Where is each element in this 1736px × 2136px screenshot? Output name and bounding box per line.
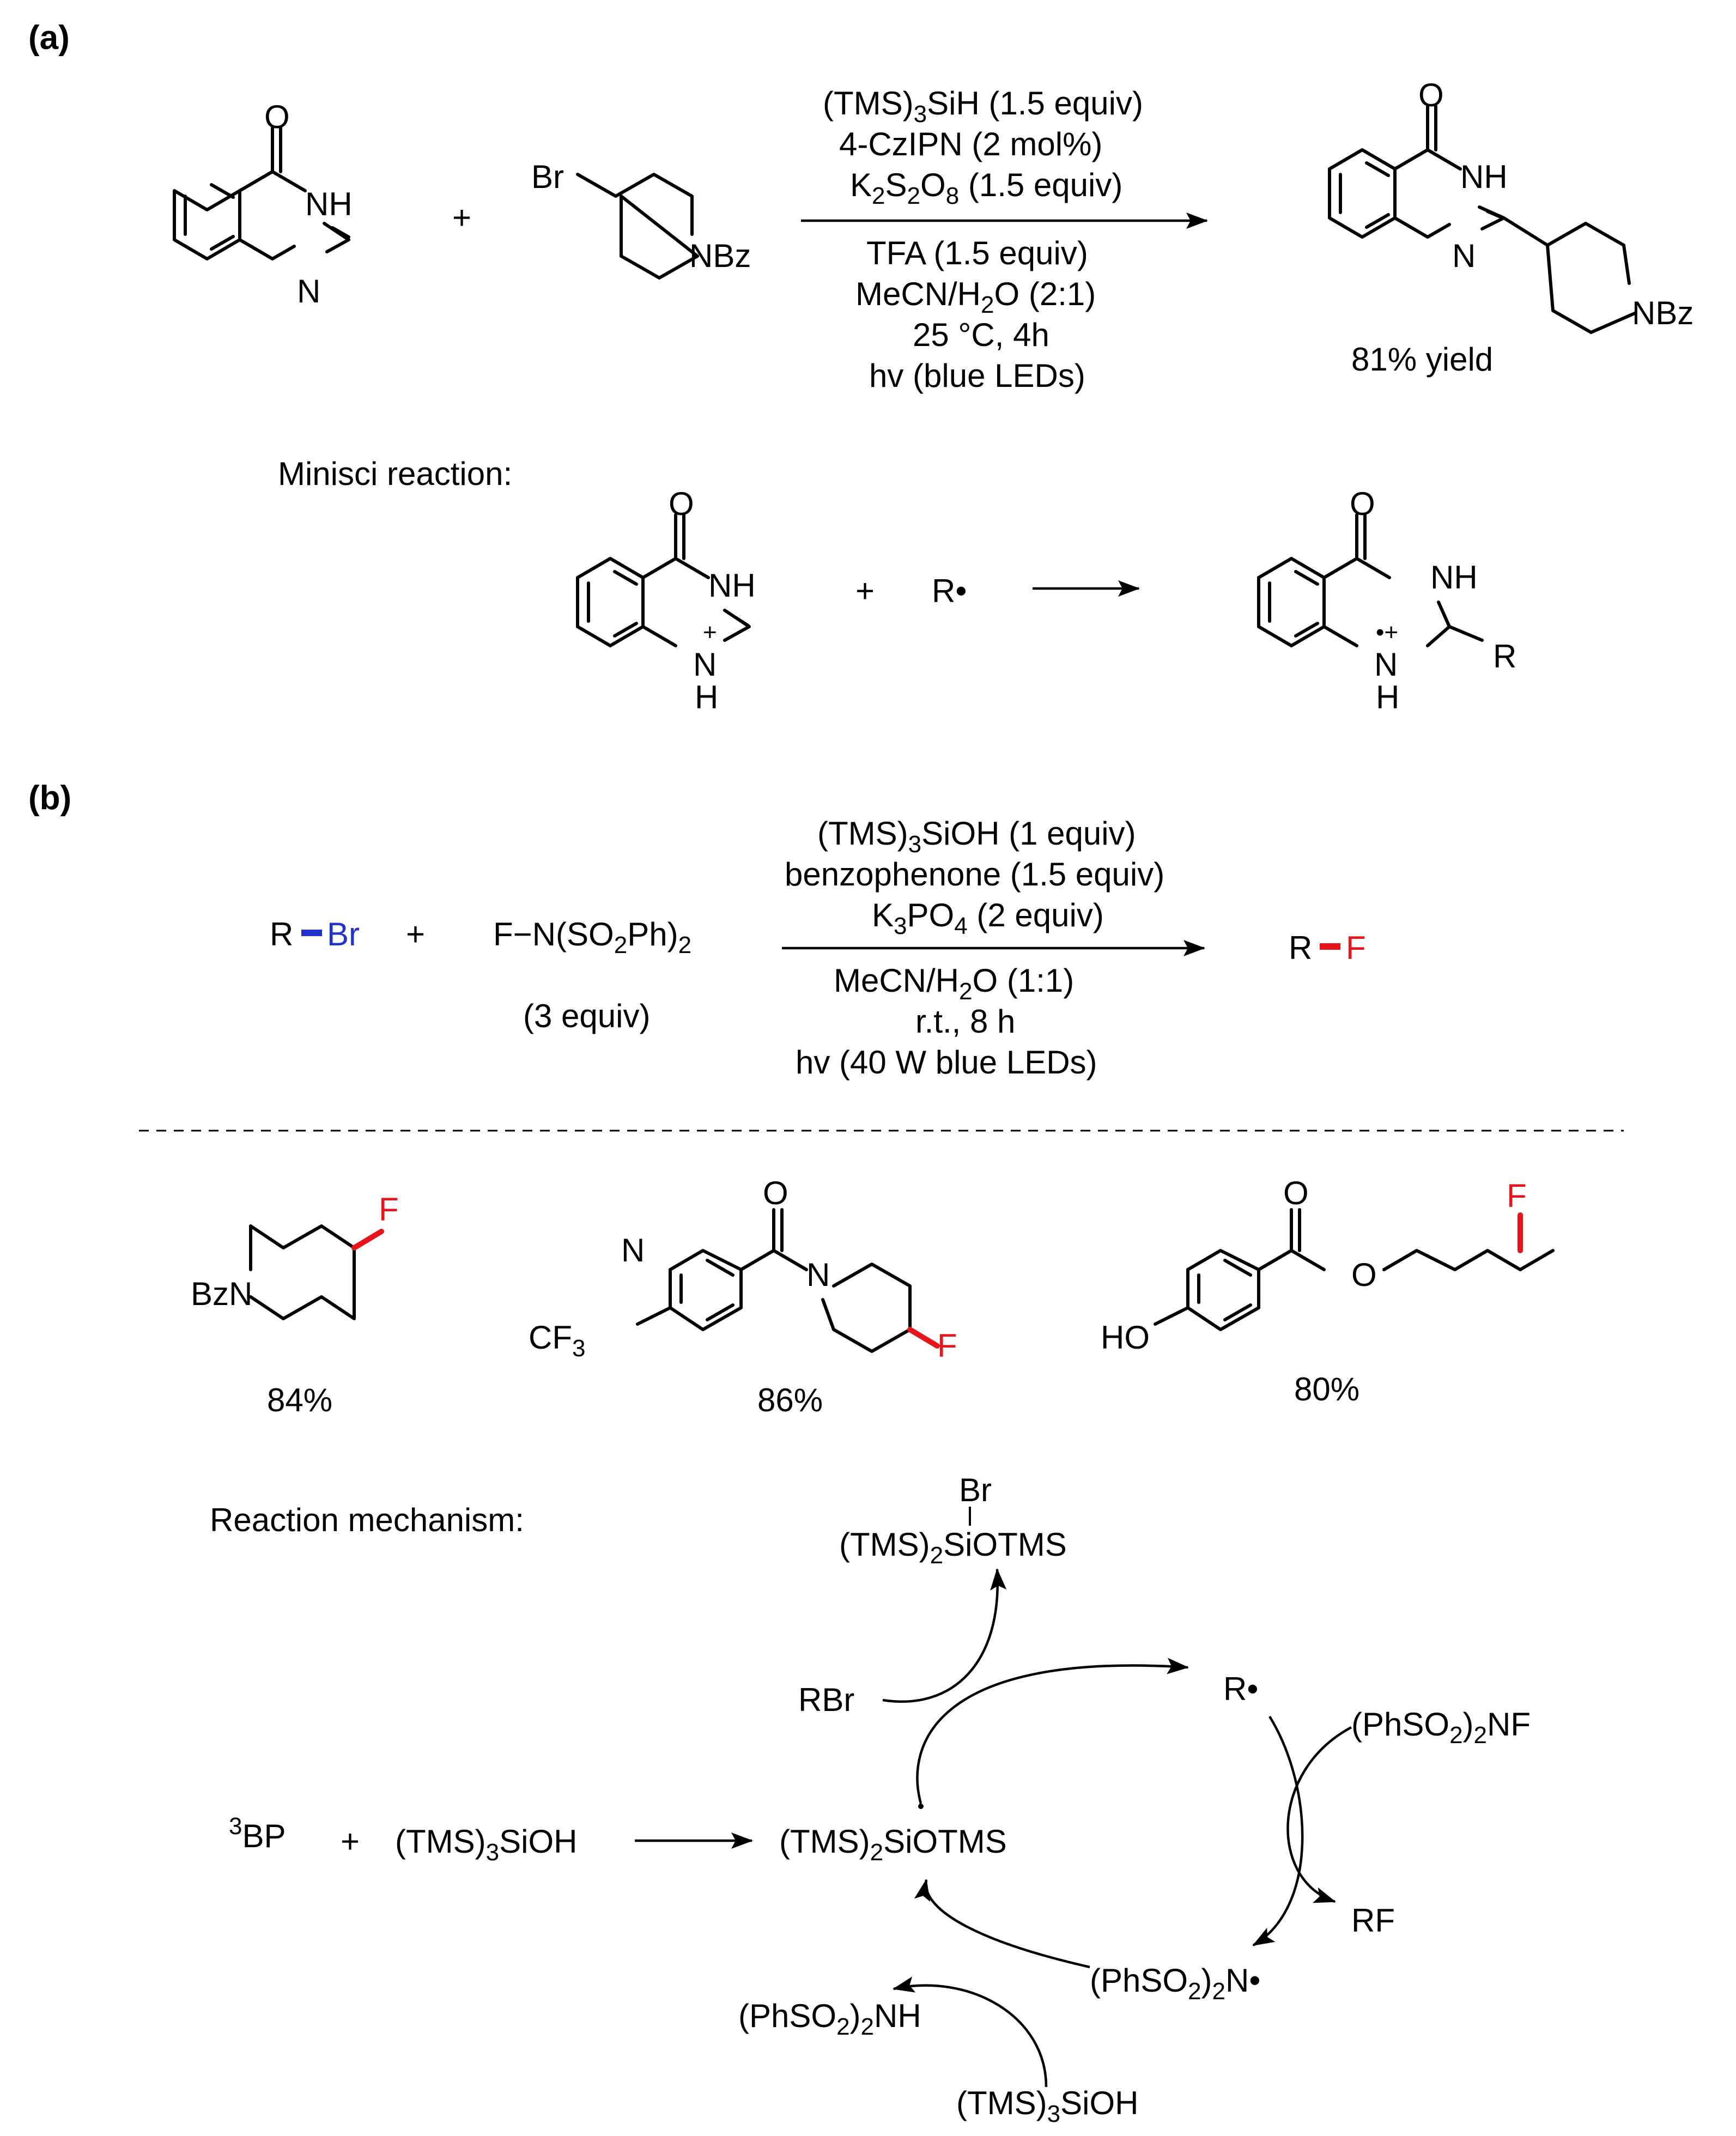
mechanism-cycle: Br (TMS)2SiOTMS RBr R• (PhSO2)2NF 3BP + …: [229, 1472, 1531, 2127]
reactant-o: O: [264, 99, 290, 135]
conditions-a: (TMS)3SiH (1.5 equiv) 4-CzIPN (2 mol%) K…: [801, 85, 1208, 394]
cond-a-2: 4-CzIPN (2 mol%): [839, 126, 1102, 162]
yield-ex3: 80%: [1294, 1371, 1359, 1407]
svg-text:+: +: [406, 916, 425, 952]
example-1: BzN F: [191, 1191, 399, 1320]
svg-text:Br: Br: [327, 916, 360, 952]
panel-a-label: (a): [28, 19, 70, 57]
svg-text:R•: R•: [932, 573, 967, 609]
svg-text:HO: HO: [1101, 1319, 1150, 1356]
svg-text:3BP: 3BP: [229, 1813, 286, 1854]
rf-product: R F: [1289, 930, 1366, 966]
svg-text:F−N(SO2Ph)2: F−N(SO2Ph)2: [493, 916, 691, 958]
svg-text:K3PO4 (2 equiv): K3PO4 (2 equiv): [872, 897, 1104, 939]
reactant-nh: NH: [305, 186, 353, 222]
quinazolinone-reactant: O NH N: [173, 99, 353, 310]
plus-a: +: [452, 199, 471, 236]
svg-text:MeCN/H2O (1:1): MeCN/H2O (1:1): [834, 962, 1074, 1005]
svg-text:(PhSO2)2NF: (PhSO2)2NF: [1351, 1706, 1531, 1749]
svg-text:MeCN/H2O (2:1): MeCN/H2O (2:1): [855, 276, 1096, 318]
svg-text:R•: R•: [1223, 1671, 1258, 1707]
minisci-label: Minisci reaction:: [278, 456, 512, 492]
svg-text:•+: •+: [1376, 619, 1398, 646]
rbr-reactant: R Br: [270, 916, 360, 952]
svg-text:RBr: RBr: [798, 1682, 854, 1718]
svg-text:(TMS)3SiOH: (TMS)3SiOH: [395, 1823, 577, 1866]
svg-text:Br: Br: [959, 1472, 992, 1508]
svg-text:F: F: [379, 1191, 399, 1228]
svg-text:(TMS)2SiOTMS: (TMS)2SiOTMS: [839, 1526, 1067, 1569]
svg-text:(TMS)3SiOH: (TMS)3SiOH: [956, 2085, 1138, 2127]
svg-text:F: F: [1346, 930, 1366, 966]
svg-text:BzN: BzN: [191, 1276, 252, 1312]
svg-text:r.t., 8 h: r.t., 8 h: [915, 1003, 1015, 1040]
product-o: O: [1418, 77, 1444, 113]
example-2: N CF3 O N F: [529, 1175, 957, 1364]
svg-text:(3 equiv): (3 equiv): [523, 998, 650, 1034]
svg-text:(PhSO2)2NH: (PhSO2)2NH: [738, 1998, 921, 2040]
svg-text:hv (40 W blue LEDs): hv (40 W blue LEDs): [796, 1044, 1097, 1081]
svg-text:NH: NH: [708, 567, 756, 604]
example-3: HO O O F: [1101, 1175, 1555, 1356]
cond-a-4: TFA (1.5 equiv): [866, 235, 1088, 271]
svg-text:O: O: [1351, 1257, 1377, 1293]
svg-text:H: H: [695, 679, 718, 715]
cond-a-6: 25 °C, 4h: [913, 317, 1049, 353]
svg-text:H: H: [1376, 679, 1399, 715]
reactant-nbz: NBz: [689, 238, 751, 274]
svg-text:F: F: [1507, 1178, 1527, 1214]
yield-ex2: 86%: [757, 1382, 823, 1418]
svg-text:benzophenone (1.5 equiv): benzophenone (1.5 equiv): [785, 856, 1164, 893]
svg-text:+: +: [703, 619, 717, 646]
svg-text:(TMS)3SiOH (1 equiv): (TMS)3SiOH (1 equiv): [817, 815, 1136, 858]
svg-text:K2S2O8 (1.5 equiv): K2S2O8 (1.5 equiv): [850, 167, 1122, 209]
svg-text:N: N: [621, 1232, 645, 1269]
yield-ex1: 84%: [267, 1382, 332, 1418]
svg-text:+: +: [341, 1823, 360, 1860]
svg-text:N: N: [806, 1257, 830, 1293]
svg-text:R: R: [270, 916, 293, 952]
svg-text:N: N: [1374, 646, 1398, 683]
svg-text:O: O: [669, 486, 694, 522]
cond-a-7: hv (blue LEDs): [869, 357, 1085, 394]
minisci-protonated-quinazolinone: O NH + N H: [576, 486, 756, 715]
product-nh: NH: [1460, 159, 1508, 195]
svg-text:CF3: CF3: [529, 1319, 585, 1362]
svg-text:R: R: [1289, 930, 1312, 966]
svg-text:O: O: [1350, 486, 1375, 522]
product-a: O NH N NBz: [1328, 77, 1693, 334]
product-n: N: [1452, 238, 1476, 274]
svg-text:N: N: [693, 646, 717, 683]
panel-b-label: (b): [28, 779, 71, 817]
svg-text:O: O: [1283, 1175, 1309, 1211]
svg-text:(PhSO2)2N•: (PhSO2)2N•: [1090, 1962, 1260, 2005]
reactant-n: N: [297, 273, 320, 310]
svg-text:R: R: [1493, 638, 1516, 675]
nfsi-reagent: F−N(SO2Ph)2 (3 equiv): [493, 916, 691, 1034]
product-nbz: NBz: [1632, 295, 1693, 331]
svg-text:(TMS)2SiOTMS: (TMS)2SiOTMS: [779, 1823, 1007, 1866]
svg-text:NH: NH: [1430, 559, 1478, 596]
svg-text:+: +: [855, 573, 875, 609]
svg-text:RF: RF: [1351, 1902, 1395, 1939]
minisci-adduct: O NH •+ N H R: [1257, 486, 1516, 715]
conditions-b: (TMS)3SiOH (1 equiv) benzophenone (1.5 e…: [782, 815, 1205, 1081]
svg-text:F: F: [937, 1327, 957, 1364]
mechanism-label: Reaction mechanism:: [210, 1502, 524, 1538]
yield-a: 81% yield: [1351, 341, 1493, 378]
svg-text:(TMS)3SiH (1.5 equiv): (TMS)3SiH (1.5 equiv): [823, 85, 1143, 128]
bromopiperidine-reactant: Br NBz: [531, 159, 751, 280]
reactant-br: Br: [531, 159, 564, 195]
svg-text:O: O: [763, 1175, 788, 1211]
